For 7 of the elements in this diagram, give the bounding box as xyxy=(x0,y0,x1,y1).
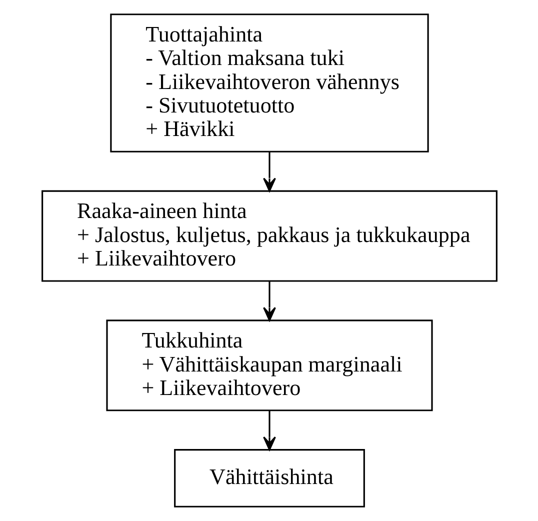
node-box: Tuottajahinta - Valtion maksana tuki - Liikevaihtoveron vähennys - Sivutuotetuotto + Hävikki xyxy=(110,14,428,152)
arrow xyxy=(262,410,276,450)
arrow xyxy=(262,281,276,322)
node-box: Vähittäishinta xyxy=(174,449,364,508)
node-box: Raaka-aineen hinta + Jalostus, kuljetus, pakkaus ja tukkukauppa + Liikevaihtovero xyxy=(41,190,497,282)
node-box: Tukkuhinta + Vähittäiskaupan marginaali + Liikevaihtovero xyxy=(106,320,432,412)
arrow xyxy=(262,152,276,192)
